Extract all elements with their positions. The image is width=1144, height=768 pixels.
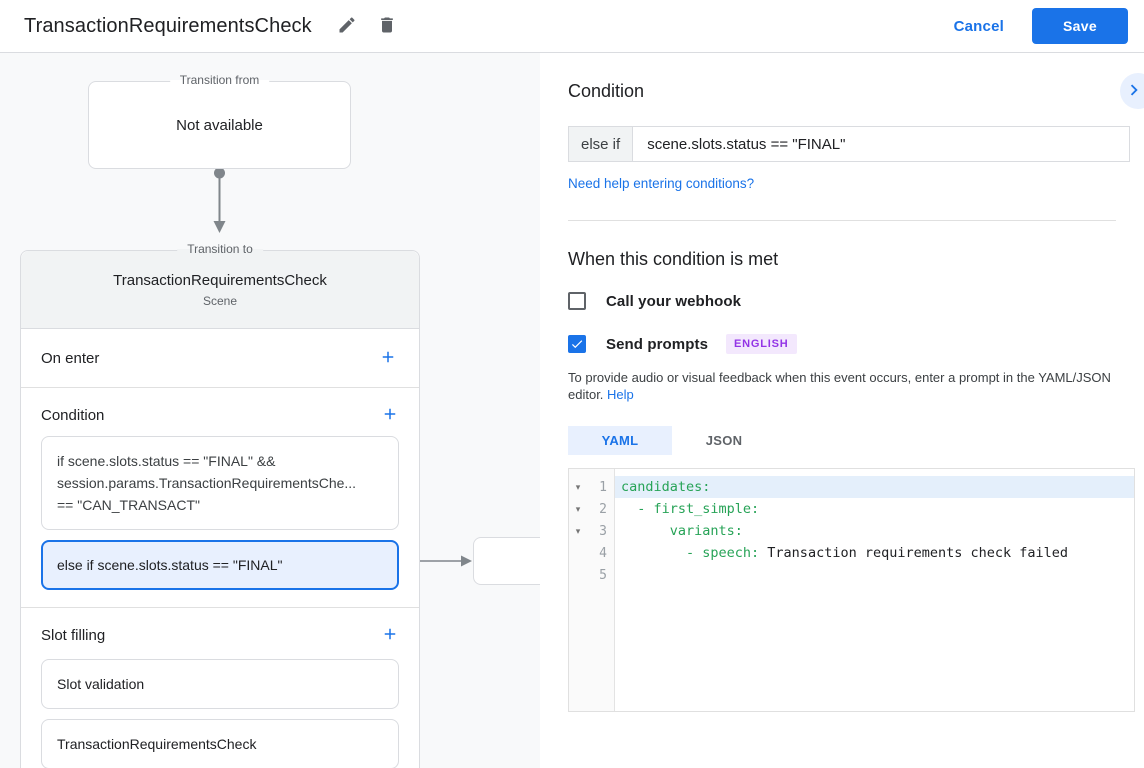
page-title: TransactionRequirementsCheck xyxy=(24,14,312,37)
trash-icon xyxy=(377,15,397,38)
collapse-panel-button[interactable] xyxy=(1120,73,1144,109)
pencil-icon xyxy=(337,15,357,38)
slot-item-label: TransactionRequirementsCheck xyxy=(57,736,257,752)
scene-subtitle: Scene xyxy=(202,293,238,308)
save-button[interactable]: Save xyxy=(1032,8,1128,44)
code-line-3: variants: xyxy=(615,520,1134,542)
scene-card-header[interactable]: Transition to TransactionRequirementsChe… xyxy=(21,242,419,329)
slot-item-1[interactable]: Slot validation xyxy=(41,659,399,709)
transition-to-legend: Transition to xyxy=(177,242,263,256)
line-number: 3 xyxy=(599,523,607,539)
top-bar: TransactionRequirementsCheck Cancel Save xyxy=(0,0,1144,53)
delete-scene-button[interactable] xyxy=(370,9,404,43)
line-number: 5 xyxy=(599,567,607,583)
call-webhook-row[interactable]: Call your webhook xyxy=(568,292,1116,310)
fold-arrow-icon[interactable]: ▾ xyxy=(575,481,581,492)
transition-target-box[interactable] xyxy=(473,537,540,585)
code-line-5 xyxy=(615,564,1134,586)
webhook-label: Call your webhook xyxy=(606,292,742,310)
condition-1-line: if scene.slots.status == "FINAL" && xyxy=(57,453,276,469)
code-line-2: - first_simple: xyxy=(615,498,1134,520)
add-on-enter-button[interactable] xyxy=(375,345,401,371)
condition-expression-input[interactable] xyxy=(633,127,1129,161)
panel-divider xyxy=(568,220,1116,221)
transition-from-legend: Transition from xyxy=(169,73,270,87)
slot-item-2[interactable]: TransactionRequirementsCheck xyxy=(41,719,399,768)
scene-diagram-canvas: Transition from Not available Transition… xyxy=(0,53,540,768)
yaml-key: - speech: xyxy=(621,545,760,561)
slot-filling-section: Slot filling Slot validation Transaction… xyxy=(21,608,419,768)
condition-section: Condition if scene.slots.status == "FINA… xyxy=(21,388,419,608)
language-badge: ENGLISH xyxy=(726,334,797,354)
plus-icon xyxy=(381,625,399,646)
condition-heading: Condition xyxy=(568,81,645,101)
condition-expression-row: else if xyxy=(568,126,1130,162)
yaml-key: variants: xyxy=(621,523,743,539)
chevron-right-icon xyxy=(1130,79,1144,104)
scene-card: Transition to TransactionRequirementsChe… xyxy=(20,242,420,768)
yaml-key: - first_simple: xyxy=(621,501,760,517)
plus-icon xyxy=(379,348,397,369)
webhook-checkbox[interactable] xyxy=(568,292,586,310)
prompt-help-link[interactable]: Help xyxy=(607,387,634,402)
add-slot-button[interactable] xyxy=(377,622,403,648)
plus-icon xyxy=(381,405,399,426)
send-prompts-checkbox[interactable] xyxy=(568,335,586,353)
editor-tabs: YAML JSON xyxy=(568,426,1116,455)
condition-help-link[interactable]: Need help entering conditions? xyxy=(568,176,755,191)
on-enter-row: On enter xyxy=(21,329,419,388)
add-condition-button[interactable] xyxy=(377,402,403,428)
transition-from-content: Not available xyxy=(176,116,263,134)
slot-item-label: Slot validation xyxy=(57,676,145,692)
condition-1-line: == "CAN_TRANSACT" xyxy=(57,497,200,513)
yaml-value: Transaction requirements check failed xyxy=(759,545,1069,561)
condition-item-1[interactable]: if scene.slots.status == "FINAL" && sess… xyxy=(41,436,399,530)
cancel-button[interactable]: Cancel xyxy=(953,17,1004,35)
scene-title: TransactionRequirementsCheck xyxy=(113,271,327,289)
yaml-code-editor[interactable]: ▾ 1 ▾ 2 ▾ 3 4 xyxy=(568,468,1135,712)
edit-title-button[interactable] xyxy=(330,9,364,43)
line-number: 2 xyxy=(599,501,607,517)
transition-from-box[interactable]: Transition from Not available xyxy=(88,73,351,169)
tab-yaml[interactable]: YAML xyxy=(568,426,672,455)
condition-panel: Condition else if Need help entering con… xyxy=(540,53,1144,768)
tab-json[interactable]: JSON xyxy=(672,426,776,455)
prompt-description: To provide audio or visual feedback when… xyxy=(568,369,1140,403)
on-enter-label: On enter xyxy=(41,349,100,367)
condition-1-line: session.params.TransactionRequirementsCh… xyxy=(57,475,357,491)
yaml-key: candidates: xyxy=(621,479,711,495)
fold-arrow-icon[interactable]: ▾ xyxy=(575,525,581,536)
condition-2-text: else if scene.slots.status == "FINAL" xyxy=(57,557,283,573)
line-number: 4 xyxy=(599,545,607,561)
editor-gutter: ▾ 1 ▾ 2 ▾ 3 4 xyxy=(569,469,615,711)
when-condition-heading: When this condition is met xyxy=(568,249,779,269)
send-prompts-row[interactable]: Send prompts ENGLISH xyxy=(568,334,1116,354)
line-number: 1 xyxy=(599,479,607,495)
editor-code-area[interactable]: candidates: - first_simple: variants: - … xyxy=(615,469,1134,711)
prompt-description-text: To provide audio or visual feedback when… xyxy=(568,370,1111,402)
send-prompts-label: Send prompts xyxy=(606,335,709,353)
condition-prefix-label: else if xyxy=(569,127,634,161)
condition-section-label: Condition xyxy=(41,406,105,424)
slot-filling-label: Slot filling xyxy=(41,626,106,644)
fold-arrow-icon[interactable]: ▾ xyxy=(575,503,581,514)
code-line-1: candidates: xyxy=(615,476,1134,498)
code-line-4: - speech: Transaction requirements check… xyxy=(615,542,1134,564)
condition-item-2-selected[interactable]: else if scene.slots.status == "FINAL" xyxy=(41,540,399,590)
